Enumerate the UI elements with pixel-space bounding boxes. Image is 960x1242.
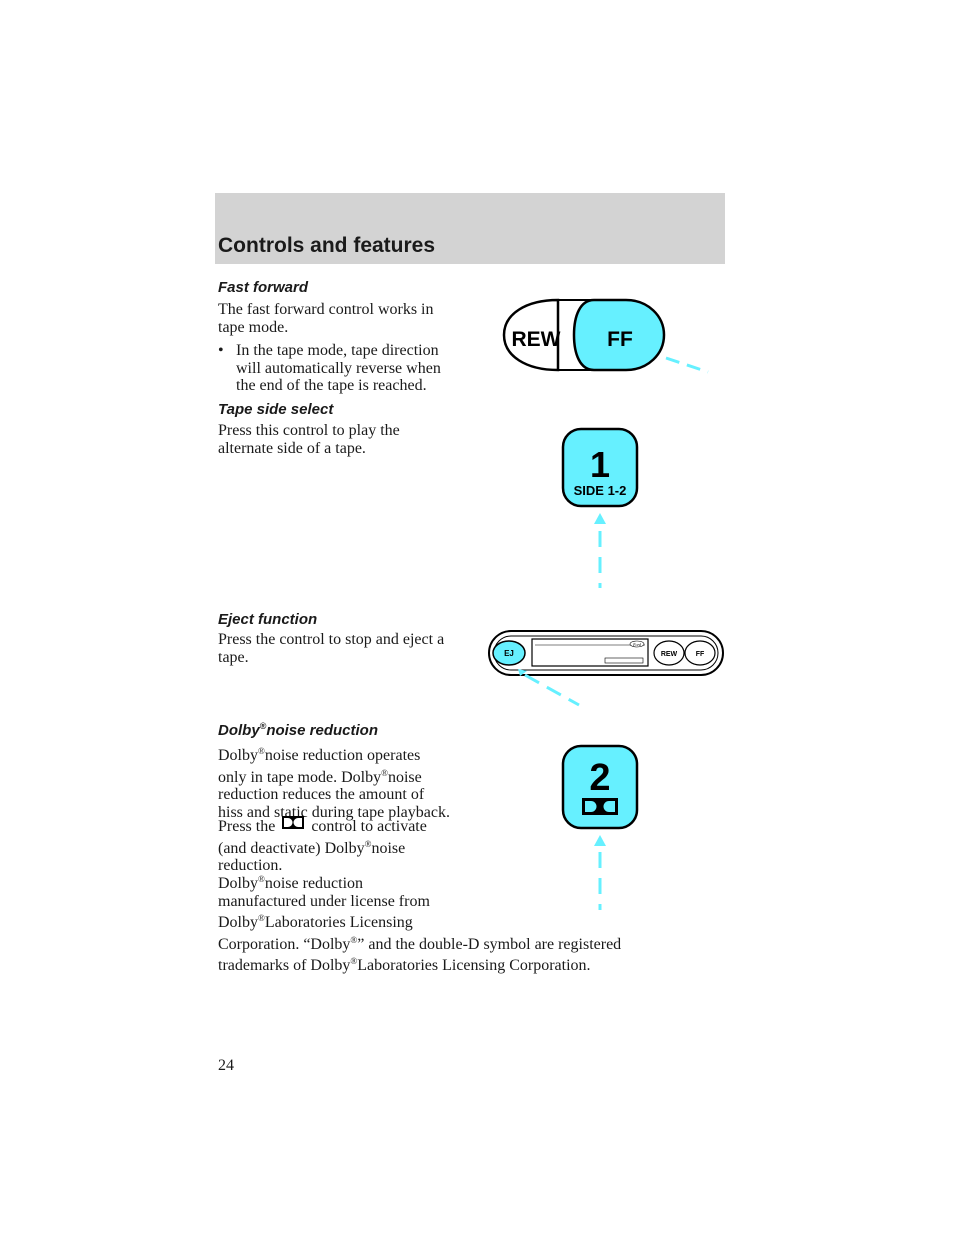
ford-logo-text: Ford [632,642,642,647]
deck-rew-label: REW [661,651,678,658]
ff-button-shape [572,298,666,372]
fast-forward-heading: Fast forward [218,279,309,296]
dolby-button-shape [561,744,639,830]
deck-rew-button [653,640,685,666]
eject-label: EJ [504,649,514,658]
rew-button-shape [502,298,560,372]
page-number: 24 [218,1057,234,1074]
dolby-paragraph-3: Dolby®noise reduction manufactured under… [218,874,622,974]
arrow-head [594,835,606,846]
dolby-heading: Dolby®noise reduction [218,721,378,739]
arrow-head [594,513,606,524]
side-button-shape [561,427,639,508]
eject-button-shape [492,640,526,666]
eject-heading: Eject function [218,611,318,628]
bullet-marker: • [218,342,224,359]
pointer-line [524,673,580,707]
fast-forward-intro: The fast forward control works in tape m… [218,301,434,336]
ff-label: FF [607,328,633,351]
ford-logo [629,640,645,648]
arrow-head [518,669,527,676]
pointer-line [665,356,709,374]
header-band [215,193,725,264]
side-button-label: SIDE 1-2 [574,483,627,498]
tape-side-text: Press this control to play the alternate… [218,422,400,457]
eject-text: Press the control to stop and eject a ta… [218,631,445,666]
tape-side-heading: Tape side select [218,401,334,418]
side-select-button-figure: 1 SIDE 1-2 [561,427,639,588]
rew-ff-rocker-figure: REW FF [502,298,709,374]
double-d-icon [582,798,618,815]
dolby-double-d-icon [275,816,311,834]
page-title: Controls and features [218,234,436,257]
fast-forward-bullet-text: In the tape mode, tape direction will au… [236,342,441,394]
dolby-indicator-strip [604,657,644,664]
dolby-button-figure: 2 [561,744,639,910]
deck-ff-button [684,640,716,666]
dolby-button-number: 2 [589,757,610,799]
side-button-number: 1 [590,444,610,485]
dolby-paragraph-1: Dolby®noise reduction operates only in t… [218,746,450,821]
rew-label: REW [512,328,561,351]
tape-deck-figure: EJ Ford REW FF [488,630,724,707]
deck-ff-label: FF [696,651,705,658]
